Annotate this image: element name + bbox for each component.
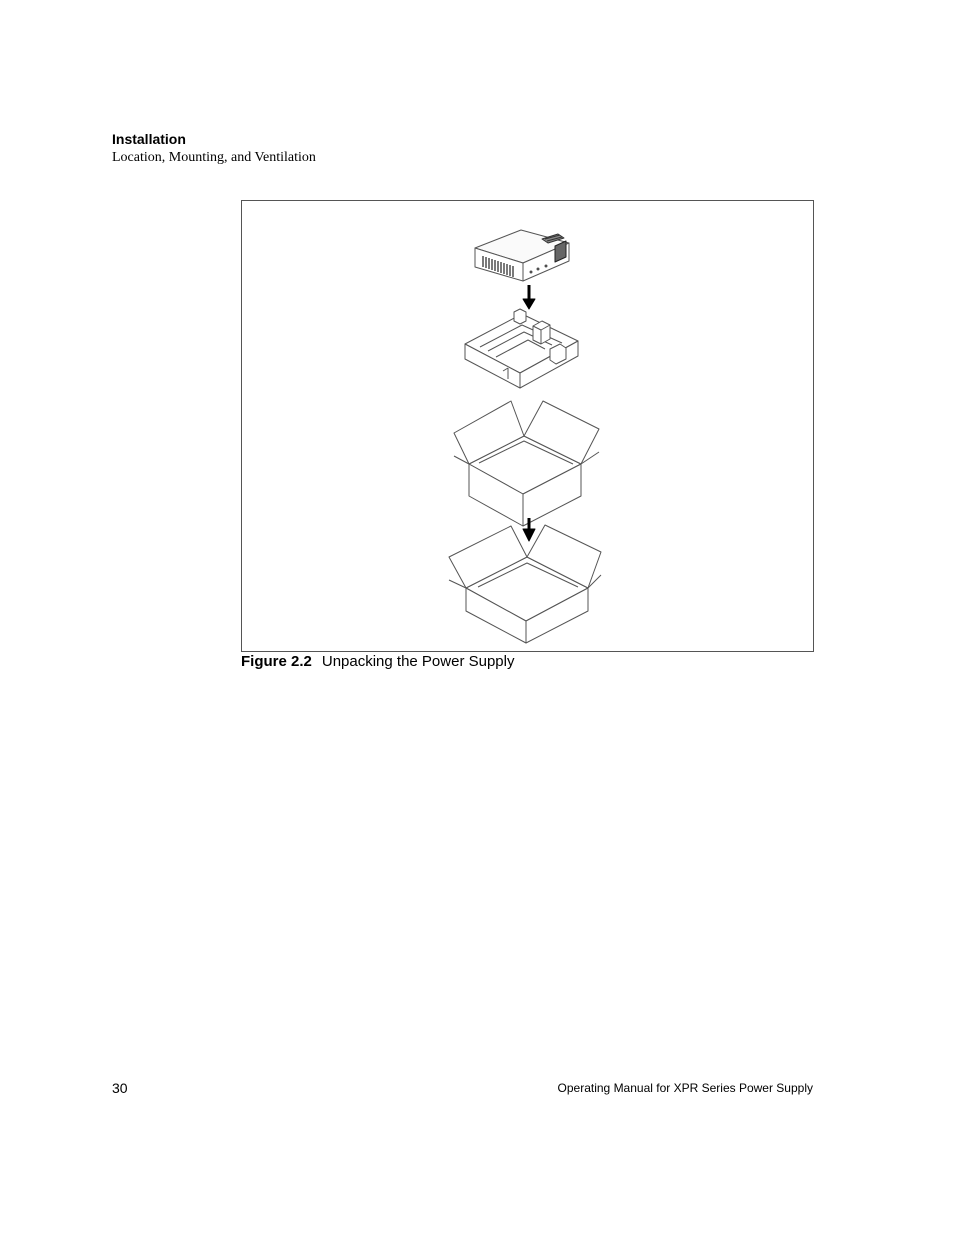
figure-caption: Figure 2.2 Unpacking the Power Supply	[241, 653, 514, 670]
power-supply-unit	[474, 229, 570, 351]
inner-box	[453, 400, 600, 527]
page-number: 30	[112, 1080, 128, 1096]
unpacking-illustration	[448, 229, 602, 644]
figure-caption-text: Unpacking the Power Supply	[321, 653, 515, 670]
down-arrow-icon	[522, 518, 536, 542]
outer-box	[448, 524, 602, 644]
down-arrow-icon	[522, 285, 536, 310]
section-heading: Installation	[112, 131, 186, 147]
footer-manual-title: Operating Manual for XPR Series Power Su…	[557, 1081, 813, 1095]
figure-number: Figure 2.2	[241, 653, 312, 670]
subsection-heading: Location, Mounting, and Ventilation	[112, 150, 316, 165]
foam-packing-insert	[464, 308, 579, 389]
figure-frame	[241, 200, 814, 652]
